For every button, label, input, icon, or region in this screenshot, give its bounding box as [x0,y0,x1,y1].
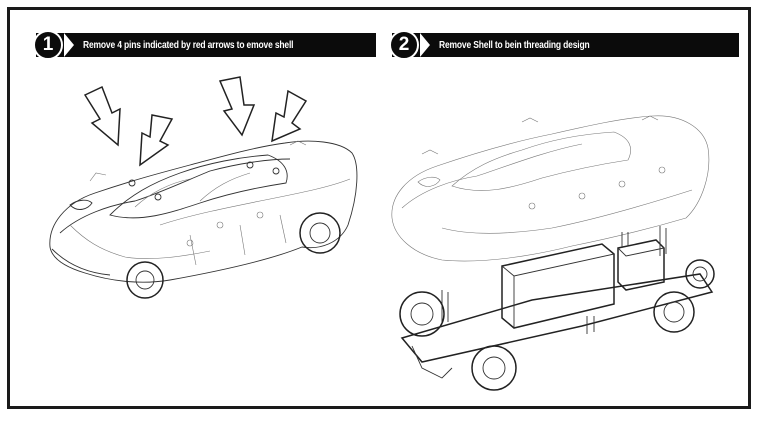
step-1-text: Remove 4 pins indicated by red arrows to… [83,39,294,51]
shell-lifted-off-chassis [391,115,715,391]
step-2-text: Remove Shell to bein threading design [439,39,590,51]
chassis-drawing [399,226,715,391]
step-2-number: 2 [389,30,419,60]
pin-arrow-icon-3 [218,76,256,137]
step-1-notch [64,33,74,57]
step-1-number: 1 [33,30,63,60]
pin-arrow-icon-4 [271,89,308,143]
instruction-panel [7,7,751,409]
step-2-header: 2 Remove Shell to bein threading design [389,30,739,60]
car-shell-drawing [49,140,358,299]
step-2-notch [420,33,430,57]
pin-arrow-icon-2 [139,114,174,167]
step-1-header: 1 Remove 4 pins indicated by red arrows … [33,30,376,60]
car-shell-with-pin-arrows [49,76,358,299]
lifted-shell-drawing [391,115,710,262]
pin-arrow-icon-1 [83,85,121,147]
